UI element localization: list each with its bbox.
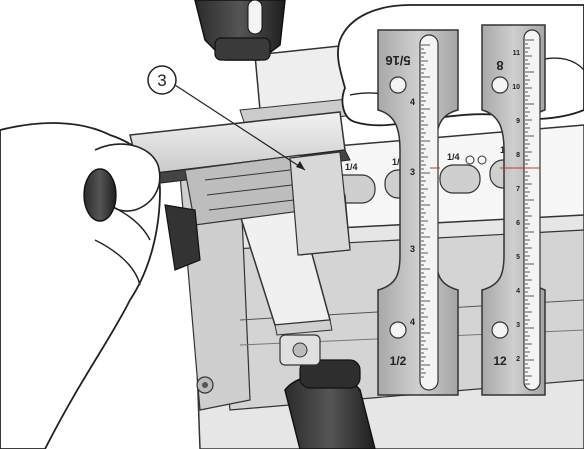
gauge-right-ticks (525, 39, 534, 385)
callout-3: 3 (147, 65, 306, 171)
left-clamp-knob[interactable] (83, 168, 201, 271)
gauge-right-scale-numbers: 11 10 9 8 7 6 5 4 3 2 (512, 50, 520, 363)
callout-leader-line (174, 84, 306, 171)
gauge-left-scale-number: 4 (410, 97, 415, 107)
gauge-left-bottom-label: 1/2 (390, 354, 407, 368)
bottom-clamp-knob[interactable] (279, 334, 376, 449)
gauge-right-scale-number: 8 (516, 152, 520, 159)
carriage-scale (204, 169, 295, 211)
gauge-right-scale-number: 2 (516, 356, 520, 363)
callout-circle (147, 65, 177, 95)
gauge-left-top-label: 5/16 (385, 53, 410, 68)
gauge-left-scale-number: 3 (410, 167, 415, 177)
left-hand (0, 122, 161, 449)
template-mark: 1/4 (345, 162, 358, 172)
top-clamp-knob[interactable] (194, 0, 286, 61)
gauge-right-scale-number: 3 (516, 322, 520, 329)
gauge-left-scale-number: 3 (410, 244, 415, 254)
gauge-right-top-label: 8 (496, 58, 503, 73)
gauge-left[interactable]: 5/16 1/2 4 3 3 4 (377, 29, 459, 396)
gauge-right-scale-number: 10 (512, 84, 520, 91)
gauge-right-bottom-label: 12 (493, 354, 507, 368)
router-carriage[interactable] (129, 111, 351, 256)
gauge-left-scale-number: 4 (410, 317, 415, 327)
gauge-right-scale-number: 11 (513, 50, 521, 57)
gauge-right[interactable]: 8 12 11 10 9 8 7 6 5 4 3 2 (430, 24, 546, 396)
gauge-right-scale-number: 4 (516, 288, 520, 295)
gauge-right-scale-number: 7 (516, 186, 520, 193)
gauge-left-ticks (421, 44, 430, 378)
template-mark: 1/2 (392, 157, 405, 167)
callout-number: 3 (157, 71, 166, 90)
gauge-right-scale-number: 6 (516, 220, 520, 227)
gauge-right-scale-number: 9 (516, 118, 520, 125)
right-hand (337, 4, 584, 127)
gauge-right-scale-number: 5 (516, 254, 520, 261)
template-mark: 1/4 (447, 152, 460, 162)
